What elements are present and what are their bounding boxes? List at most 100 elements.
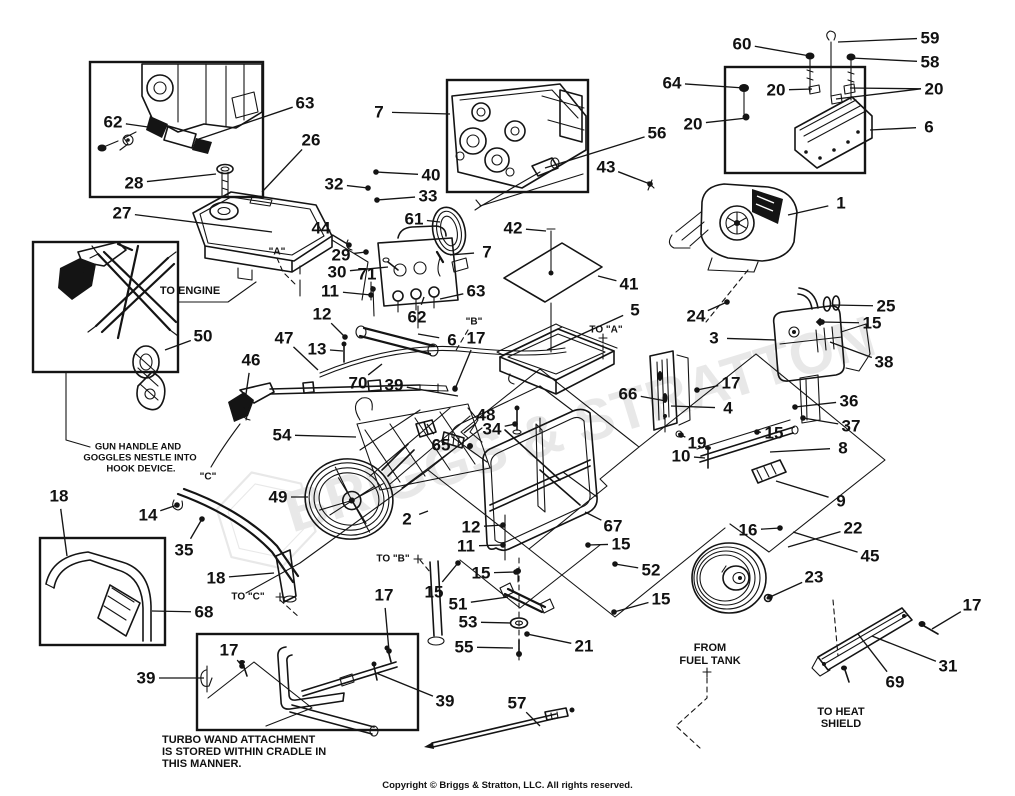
engine-inset-art xyxy=(97,63,263,154)
callout-31: 31 xyxy=(939,657,958,676)
arrestor-group xyxy=(499,557,555,661)
callout-35: 35 xyxy=(175,541,194,560)
callout-64: 64 xyxy=(663,74,682,93)
callout-28: 28 xyxy=(125,174,144,193)
callout-37: 37 xyxy=(842,417,861,436)
callout-20: 20 xyxy=(684,115,703,134)
handle-tube xyxy=(172,487,445,646)
heat-shield xyxy=(811,599,939,683)
nozzle-rack xyxy=(354,397,491,491)
wand-gun-assembly xyxy=(228,345,567,449)
annotation: TURBO WAND ATTACHMENT xyxy=(162,734,315,746)
annotation: THIS MANNER. xyxy=(162,758,241,770)
turbo-wand xyxy=(424,707,575,749)
callout-68: 68 xyxy=(195,603,214,622)
route-lines xyxy=(279,559,712,749)
callout-46: 46 xyxy=(242,351,261,370)
callout-10: 10 xyxy=(672,447,691,466)
callout-62: 62 xyxy=(104,113,123,132)
callout-5: 5 xyxy=(630,301,639,320)
callout-39: 39 xyxy=(436,692,455,711)
callout-3: 3 xyxy=(709,329,718,348)
callout-6: 6 xyxy=(447,331,456,350)
plate-inset-art xyxy=(739,30,873,169)
callout-69: 69 xyxy=(886,673,905,692)
callout-42: 42 xyxy=(504,219,523,238)
reel-mount xyxy=(381,443,415,477)
callout-45: 45 xyxy=(861,547,880,566)
callout-18: 18 xyxy=(50,487,69,506)
annotation: "C" xyxy=(200,472,217,483)
watermark: BRIGGS & STRATTON xyxy=(215,304,883,570)
callout-57: 57 xyxy=(508,694,527,713)
copyright: Copyright © Briggs & Stratton, LLC. All … xyxy=(382,780,633,791)
callout-12: 12 xyxy=(462,518,481,537)
callout-48: 48 xyxy=(477,406,496,425)
callout-71: 71 xyxy=(358,265,377,284)
callout-19: 19 xyxy=(688,434,707,453)
diagram-artwork xyxy=(45,30,939,749)
annotation: HOOK DEVICE. xyxy=(106,464,175,475)
brand-hexagon-icon xyxy=(215,471,317,570)
callout-15: 15 xyxy=(472,564,491,583)
callout-20: 20 xyxy=(767,81,786,100)
callout-36: 36 xyxy=(840,392,859,411)
callout-17: 17 xyxy=(467,329,486,348)
hose-reel xyxy=(304,458,394,540)
gun-inset-art xyxy=(58,241,241,468)
callout-9: 9 xyxy=(836,492,845,511)
callout-17: 17 xyxy=(375,586,394,605)
callout-66: 66 xyxy=(619,385,638,404)
callout-6: 6 xyxy=(924,118,933,137)
callout-34: 34 xyxy=(483,420,502,439)
callout-11: 11 xyxy=(321,282,339,301)
muffler-group xyxy=(772,287,871,424)
callout-15: 15 xyxy=(652,590,671,609)
callout-65: 65 xyxy=(432,436,451,455)
annotation: TO "A" xyxy=(589,325,622,336)
engine xyxy=(647,179,798,323)
callout-11: 11 xyxy=(457,537,475,556)
callout-17: 17 xyxy=(963,596,982,615)
callout-51: 51 xyxy=(449,595,468,614)
inset-box xyxy=(88,60,265,199)
callout-20: 20 xyxy=(925,80,944,99)
callout-15: 15 xyxy=(863,314,882,333)
grille-panel xyxy=(649,350,691,431)
callout-47: 47 xyxy=(275,329,294,348)
callout-55: 55 xyxy=(455,638,474,657)
callout-53: 53 xyxy=(459,613,478,632)
annotation: GOGGLES NESTLE INTO xyxy=(83,453,196,464)
callout-17: 17 xyxy=(722,374,741,393)
callout-12: 12 xyxy=(313,305,332,324)
callout-30: 30 xyxy=(328,263,347,282)
hook-device xyxy=(132,345,166,411)
inset-box xyxy=(31,240,180,374)
inset-box xyxy=(445,78,590,194)
callout-17: 17 xyxy=(220,641,239,660)
annotation: FUEL TANK xyxy=(679,655,740,667)
callout-15: 15 xyxy=(765,424,784,443)
annotation: "B" xyxy=(466,317,483,328)
callout-29: 29 xyxy=(332,246,351,265)
callout-14: 14 xyxy=(139,506,158,525)
callout-62: 62 xyxy=(408,308,427,327)
callout-52: 52 xyxy=(642,561,661,580)
handle-inset-art xyxy=(45,551,152,642)
pump-inset-art xyxy=(451,83,587,211)
callout-59: 59 xyxy=(921,29,940,48)
callout-2: 2 xyxy=(402,510,411,529)
callout-67: 67 xyxy=(604,517,623,536)
detergent-tray xyxy=(496,323,618,395)
callout-16: 16 xyxy=(739,521,758,540)
callout-8: 8 xyxy=(838,439,847,458)
callout-44: 44 xyxy=(312,219,331,238)
callout-39: 39 xyxy=(385,376,404,395)
callout-38: 38 xyxy=(875,353,894,372)
callout-49: 49 xyxy=(269,488,288,507)
callout-7: 7 xyxy=(482,243,491,262)
annotation: TO "C" xyxy=(231,592,264,603)
